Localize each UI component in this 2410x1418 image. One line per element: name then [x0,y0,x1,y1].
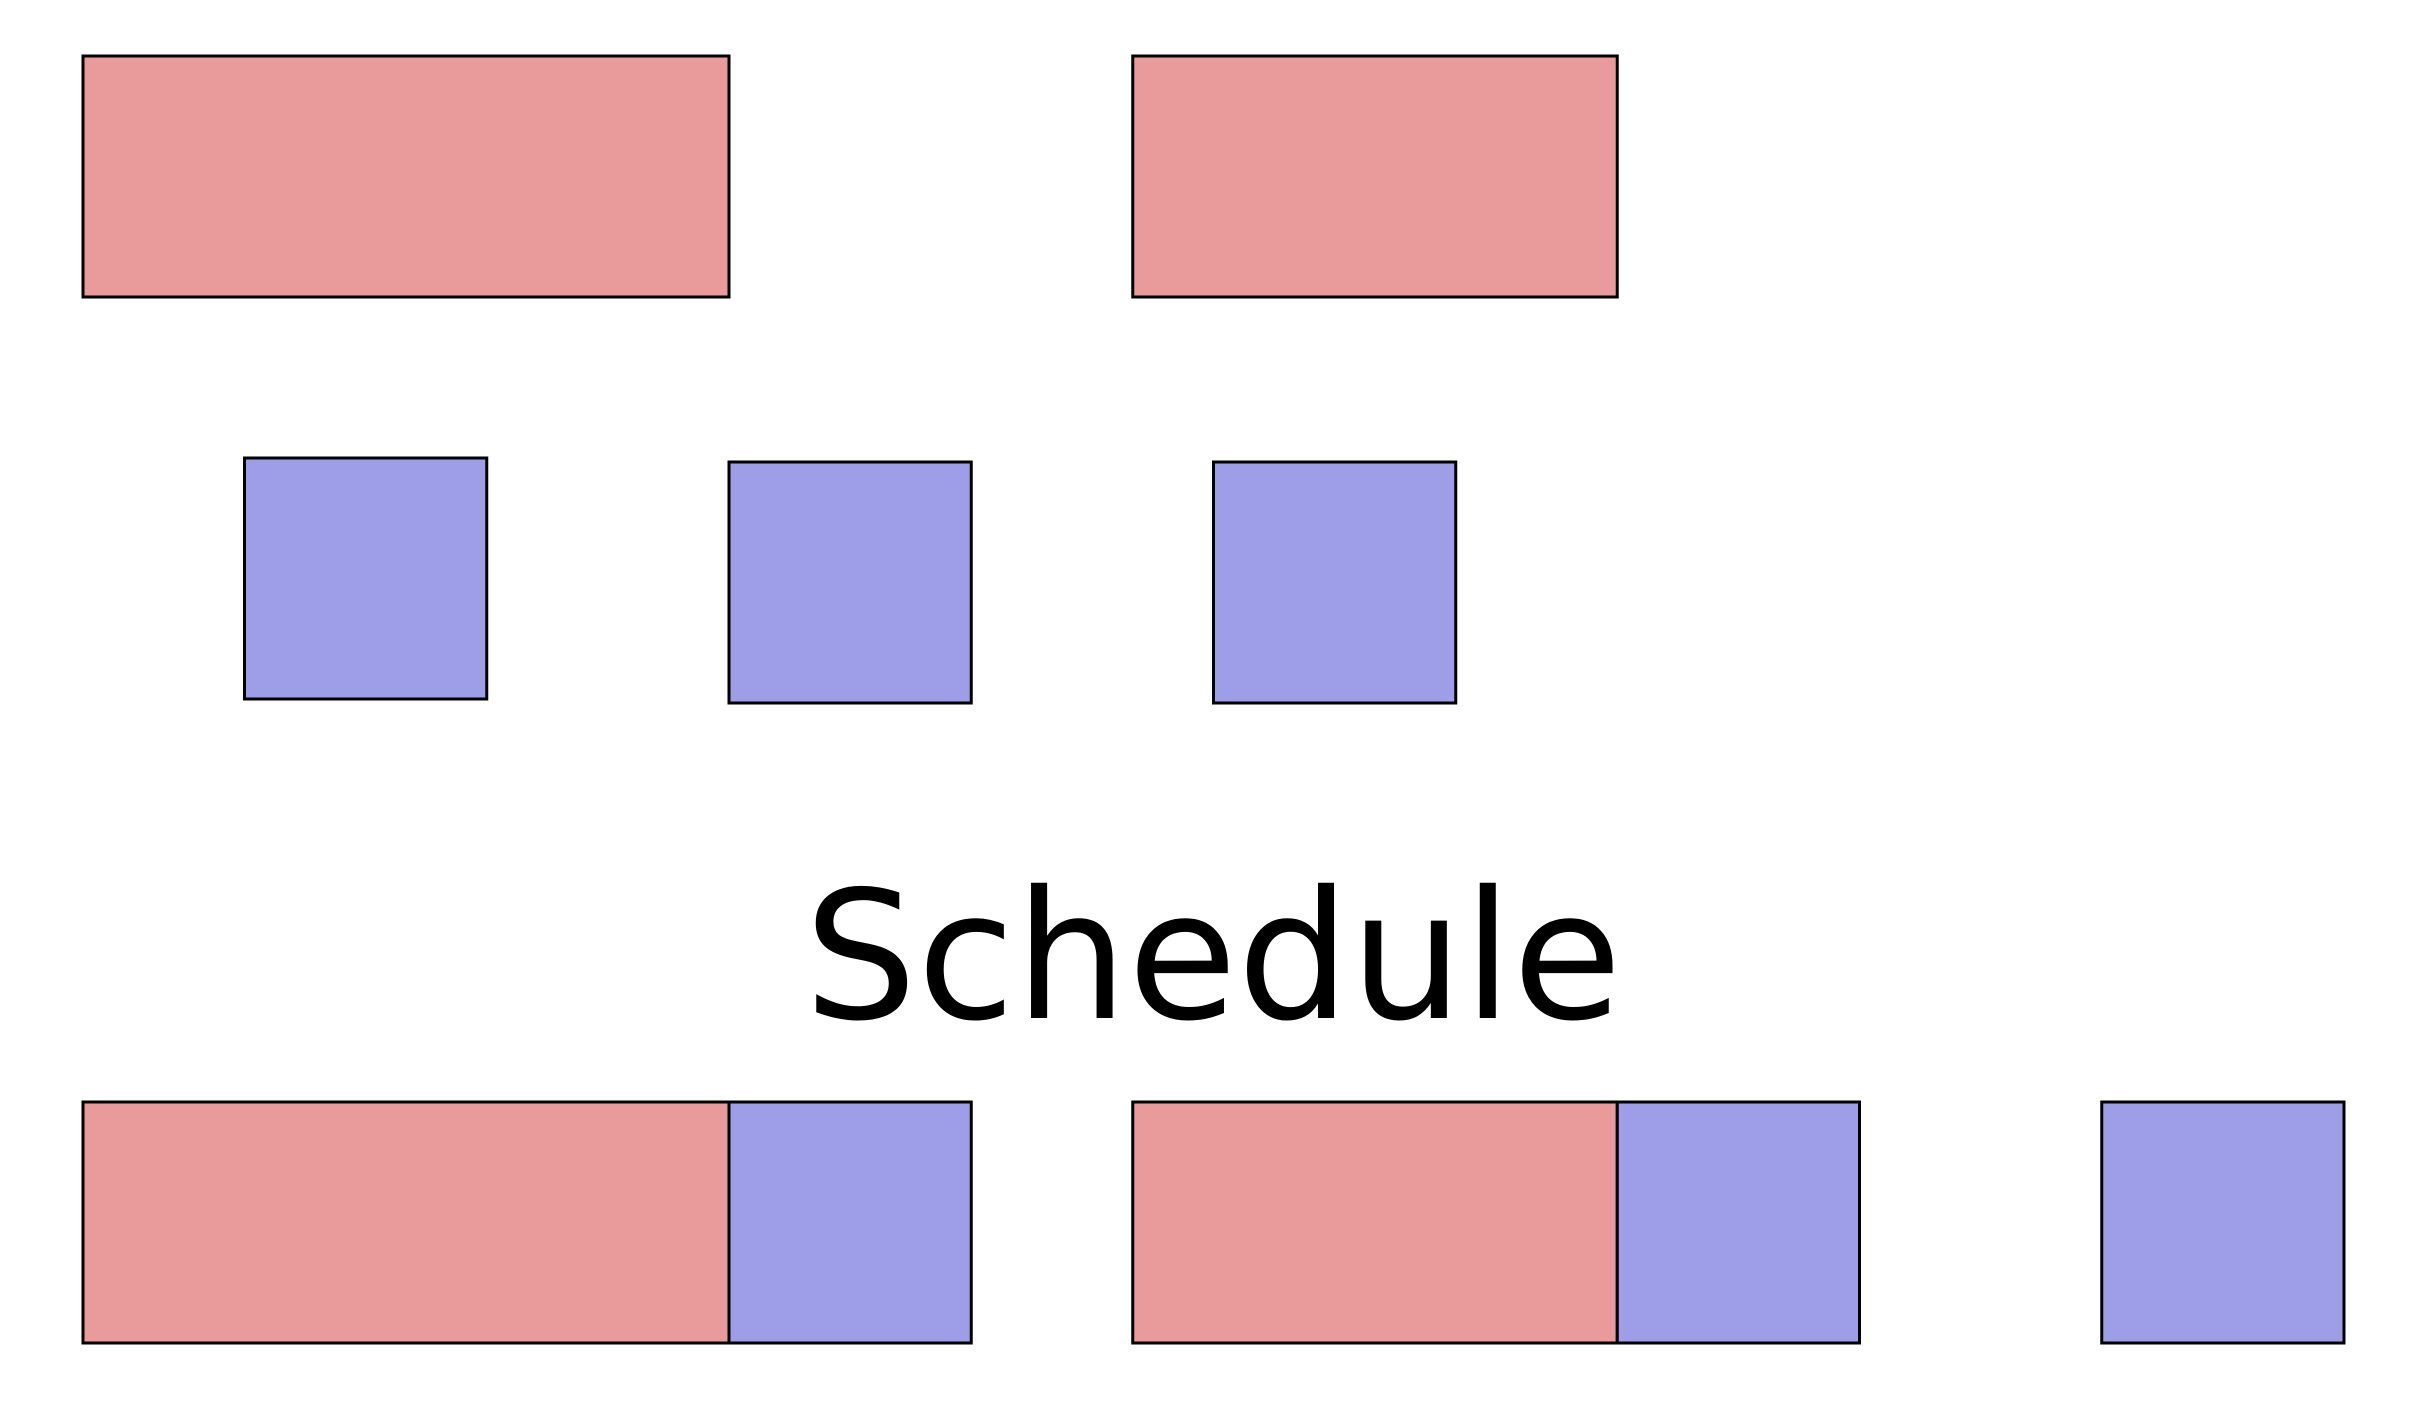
schedule-blue-block [727,1100,973,1345]
red-task-block [81,54,731,299]
red-tasks-row [81,54,1619,299]
schedule-label: Schedule [804,853,1622,1060]
schedule-red-block [81,1100,731,1345]
blue-task-block [727,460,973,705]
schedule-row [81,1100,2346,1345]
red-task-block [1131,54,1619,299]
schedule-red-block [1131,1100,1619,1345]
blue-tasks-row [243,456,1458,705]
schedule-blue-block [1615,1100,1861,1345]
blue-task-block [243,456,489,701]
blue-task-block [1212,460,1458,705]
schedule-blue-block [2100,1100,2346,1345]
